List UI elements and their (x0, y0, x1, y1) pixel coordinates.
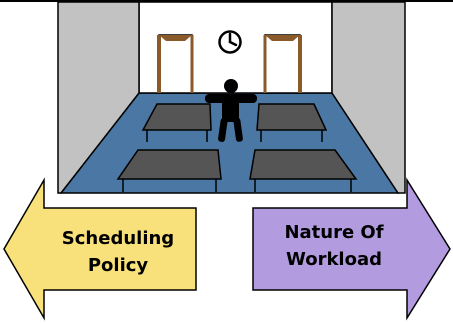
room (0, 0, 453, 194)
right-arrow: Nature Of Workload (252, 177, 451, 321)
bed-back-right (256, 103, 328, 142)
bed-front-left (116, 149, 222, 192)
bed-front-right (249, 149, 358, 192)
right-door (263, 34, 302, 94)
left-arrow: Scheduling Policy (3, 177, 197, 321)
right-arrow-label-line2: Workload (286, 249, 382, 270)
clock-icon (218, 30, 242, 54)
left-door (157, 34, 194, 94)
right-arrow-label-line1: Nature Of (284, 222, 383, 243)
bed-back-left (141, 103, 212, 142)
left-arrow-label-line1: Scheduling (62, 228, 174, 249)
person-icon (205, 79, 257, 142)
left-arrow-label-line2: Policy (88, 255, 149, 276)
